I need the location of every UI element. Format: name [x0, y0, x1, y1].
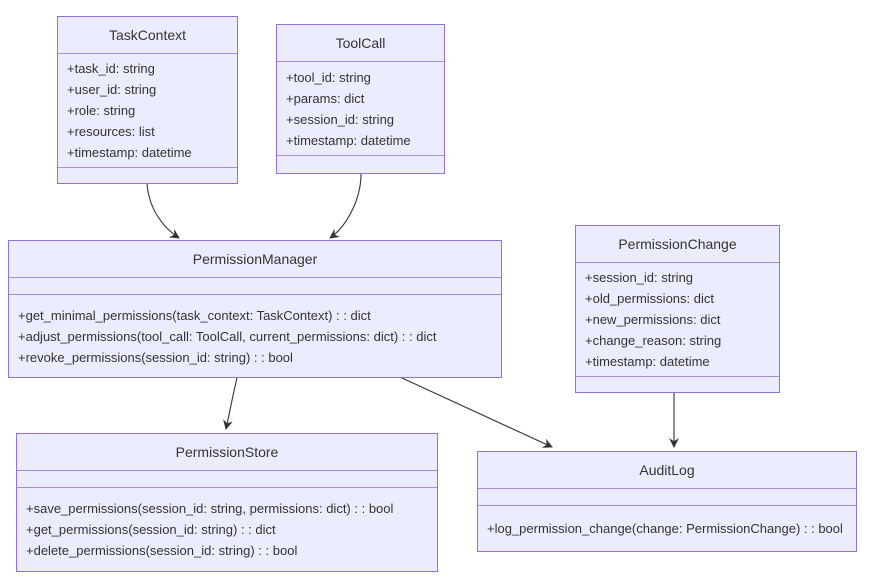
- class-method: +get_permissions(session_id: string) : :…: [26, 522, 276, 537]
- class-attribute: +session_id: string: [286, 111, 395, 127]
- class-title: ToolCall: [277, 25, 444, 62]
- class-attribute: +timestamp: datetime: [585, 354, 710, 369]
- edge-permissionmanager-to-permissionstore: [223, 377, 238, 430]
- class-auditlog: AuditLog +log_permission_change(change: …: [477, 451, 857, 552]
- class-attribute: +role: string: [67, 103, 136, 118]
- class-method: +delete_permissions(session_id: string) …: [26, 543, 298, 558]
- class-method: +adjust_permissions(tool_call: ToolCall,…: [18, 328, 437, 344]
- class-method: +save_permissions(session_id: string, pe…: [26, 501, 394, 516]
- class-method: +get_minimal_permissions(task_context: T…: [18, 307, 371, 323]
- class-attribute: +tool_id: string: [286, 69, 371, 85]
- class-title: TaskContext: [58, 17, 237, 54]
- class-attribute: +user_id: string: [67, 82, 157, 97]
- class-attribute: +timestamp: datetime: [286, 132, 411, 148]
- class-method: +log_permission_change(change: Permissio…: [487, 521, 843, 536]
- class-attributes: +tool_id: string +params: dict +session_…: [277, 62, 444, 156]
- class-taskcontext: TaskContext +task_id: string +user_id: s…: [57, 16, 238, 184]
- class-attributes: +task_id: string +user_id: string +role:…: [58, 54, 237, 168]
- class-title: AuditLog: [478, 452, 856, 489]
- class-attribute: +params: dict: [286, 90, 365, 106]
- class-attribute: +session_id: string: [585, 270, 694, 285]
- class-attribute: +change_reason: string: [585, 333, 722, 348]
- class-methods: +log_permission_change(change: Permissio…: [478, 506, 856, 551]
- class-attributes: +session_id: string +old_permissions: di…: [576, 263, 779, 377]
- class-methods-empty: [576, 377, 779, 394]
- class-attributes-empty: [478, 489, 856, 506]
- class-title: PermissionStore: [17, 434, 437, 471]
- edge-toolcall-to-permissionmanager: [329, 173, 362, 239]
- class-attribute: +new_permissions: dict: [585, 312, 721, 327]
- class-attribute: +old_permissions: dict: [585, 291, 714, 306]
- class-title: PermissionManager: [9, 241, 501, 278]
- class-attribute: +task_id: string: [67, 61, 155, 76]
- class-toolcall: ToolCall +tool_id: string +params: dict …: [276, 24, 445, 174]
- class-methods: +save_permissions(session_id: string, pe…: [17, 488, 437, 571]
- class-attribute: +timestamp: datetime: [67, 145, 192, 160]
- class-title: PermissionChange: [576, 226, 779, 263]
- class-permissionmanager: PermissionManager +get_minimal_permissio…: [8, 240, 502, 378]
- class-attributes-empty: [9, 278, 501, 295]
- class-attributes-empty: [17, 471, 437, 488]
- class-methods: +get_minimal_permissions(task_context: T…: [9, 295, 501, 377]
- class-methods-empty: [58, 168, 237, 185]
- edge-taskcontext-to-permissionmanager: [146, 183, 180, 239]
- class-methods-empty: [277, 156, 444, 173]
- class-attribute: +resources: list: [67, 124, 155, 139]
- class-permissionstore: PermissionStore +save_permissions(sessio…: [16, 433, 438, 572]
- class-method: +revoke_permissions(session_id: string) …: [18, 349, 293, 365]
- class-permissionchange: PermissionChange +session_id: string +ol…: [575, 225, 780, 393]
